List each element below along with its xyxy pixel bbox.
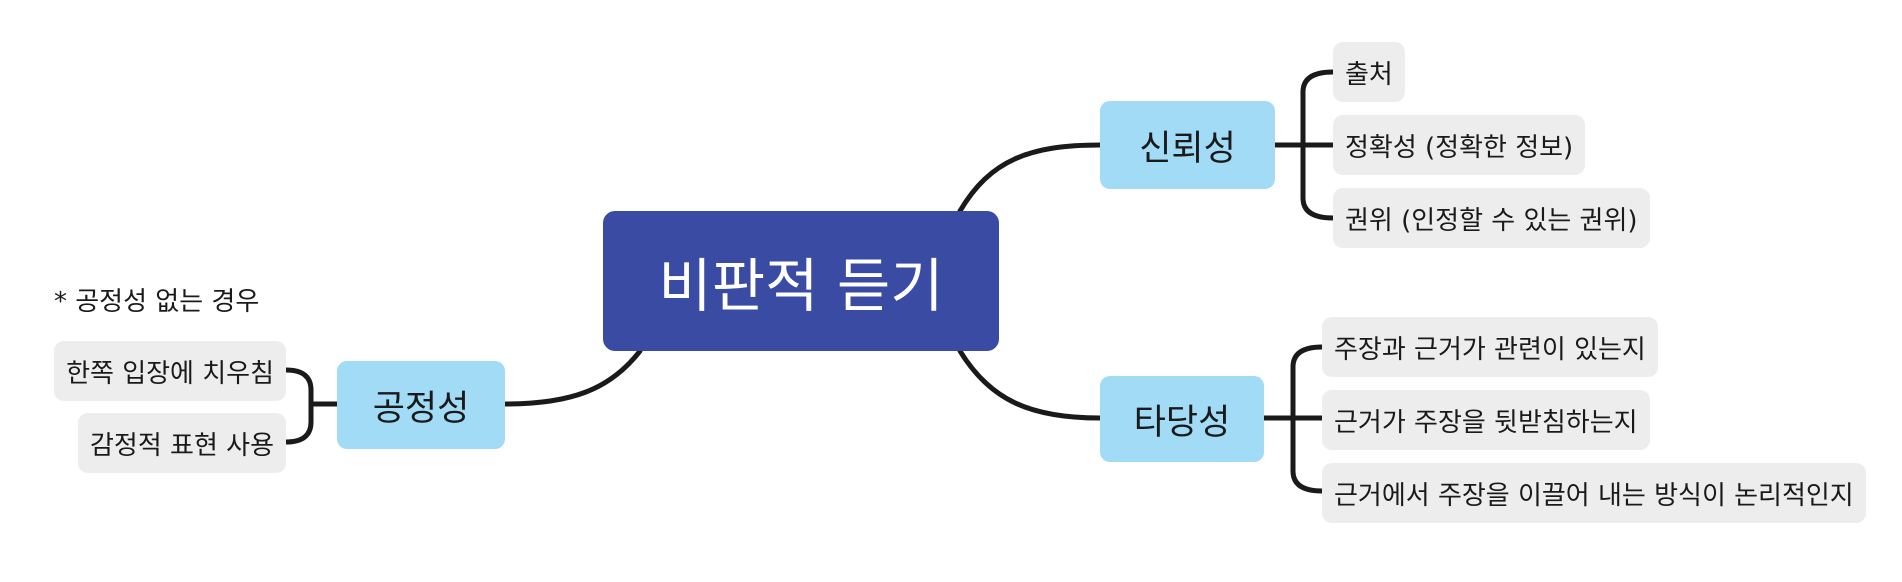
leaf-validity-support[interactable]: 근거가 주장을 뒷받침하는지 [1322,390,1650,450]
link-center-fairness [502,348,643,407]
bracket-reliability [1272,69,1336,221]
central-topic[interactable]: 비판적 듣기 [603,211,999,351]
central-topic-label: 비판적 듣기 [658,252,944,320]
leaf-label: 권위 (인정할 수 있는 권위) [1345,205,1638,236]
branch-validity[interactable]: 타당성 [1100,376,1264,462]
leaf-validity-logic[interactable]: 근거에서 주장을 이끌어 내는 방식이 논리적인지 [1322,463,1866,523]
fairness-note: * 공정성 없는 경우 [54,287,260,317]
link-center-validity [957,348,1103,421]
link-center-reliability [957,142,1103,214]
branch-reliability-label: 신뢰성 [1139,128,1236,169]
branch-fairness[interactable]: 공정성 [337,361,505,449]
leaf-reliability-authority[interactable]: 권위 (인정할 수 있는 권위) [1333,188,1650,248]
leaf-fairness-biased[interactable]: 한쪽 입장에 치우침 [54,341,286,401]
leaf-label: 출처 [1345,59,1393,90]
leaf-label: 정확성 (정확한 정보) [1345,132,1574,163]
leaf-reliability-accuracy[interactable]: 정확성 (정확한 정보) [1333,115,1586,175]
leaf-label: 근거가 주장을 뒷받침하는지 [1334,407,1638,438]
branch-reliability[interactable]: 신뢰성 [1100,101,1275,189]
leaf-label: 근거에서 주장을 이끌어 내는 방식이 논리적인지 [1334,480,1854,511]
bracket-validity [1261,344,1325,494]
branch-fairness-label: 공정성 [372,388,470,429]
leaf-label: 감정적 표현 사용 [90,430,274,461]
leaf-validity-relevance[interactable]: 주장과 근거가 관련이 있는지 [1322,317,1658,377]
leaf-label: 주장과 근거가 관련이 있는지 [1334,334,1646,365]
branch-validity-label: 타당성 [1133,402,1231,443]
leaf-label: 한쪽 입장에 치우침 [66,358,274,389]
leaf-reliability-source[interactable]: 출처 [1333,42,1405,102]
bracket-fairness [283,367,340,445]
leaf-fairness-emotional[interactable]: 감정적 표현 사용 [78,413,286,473]
